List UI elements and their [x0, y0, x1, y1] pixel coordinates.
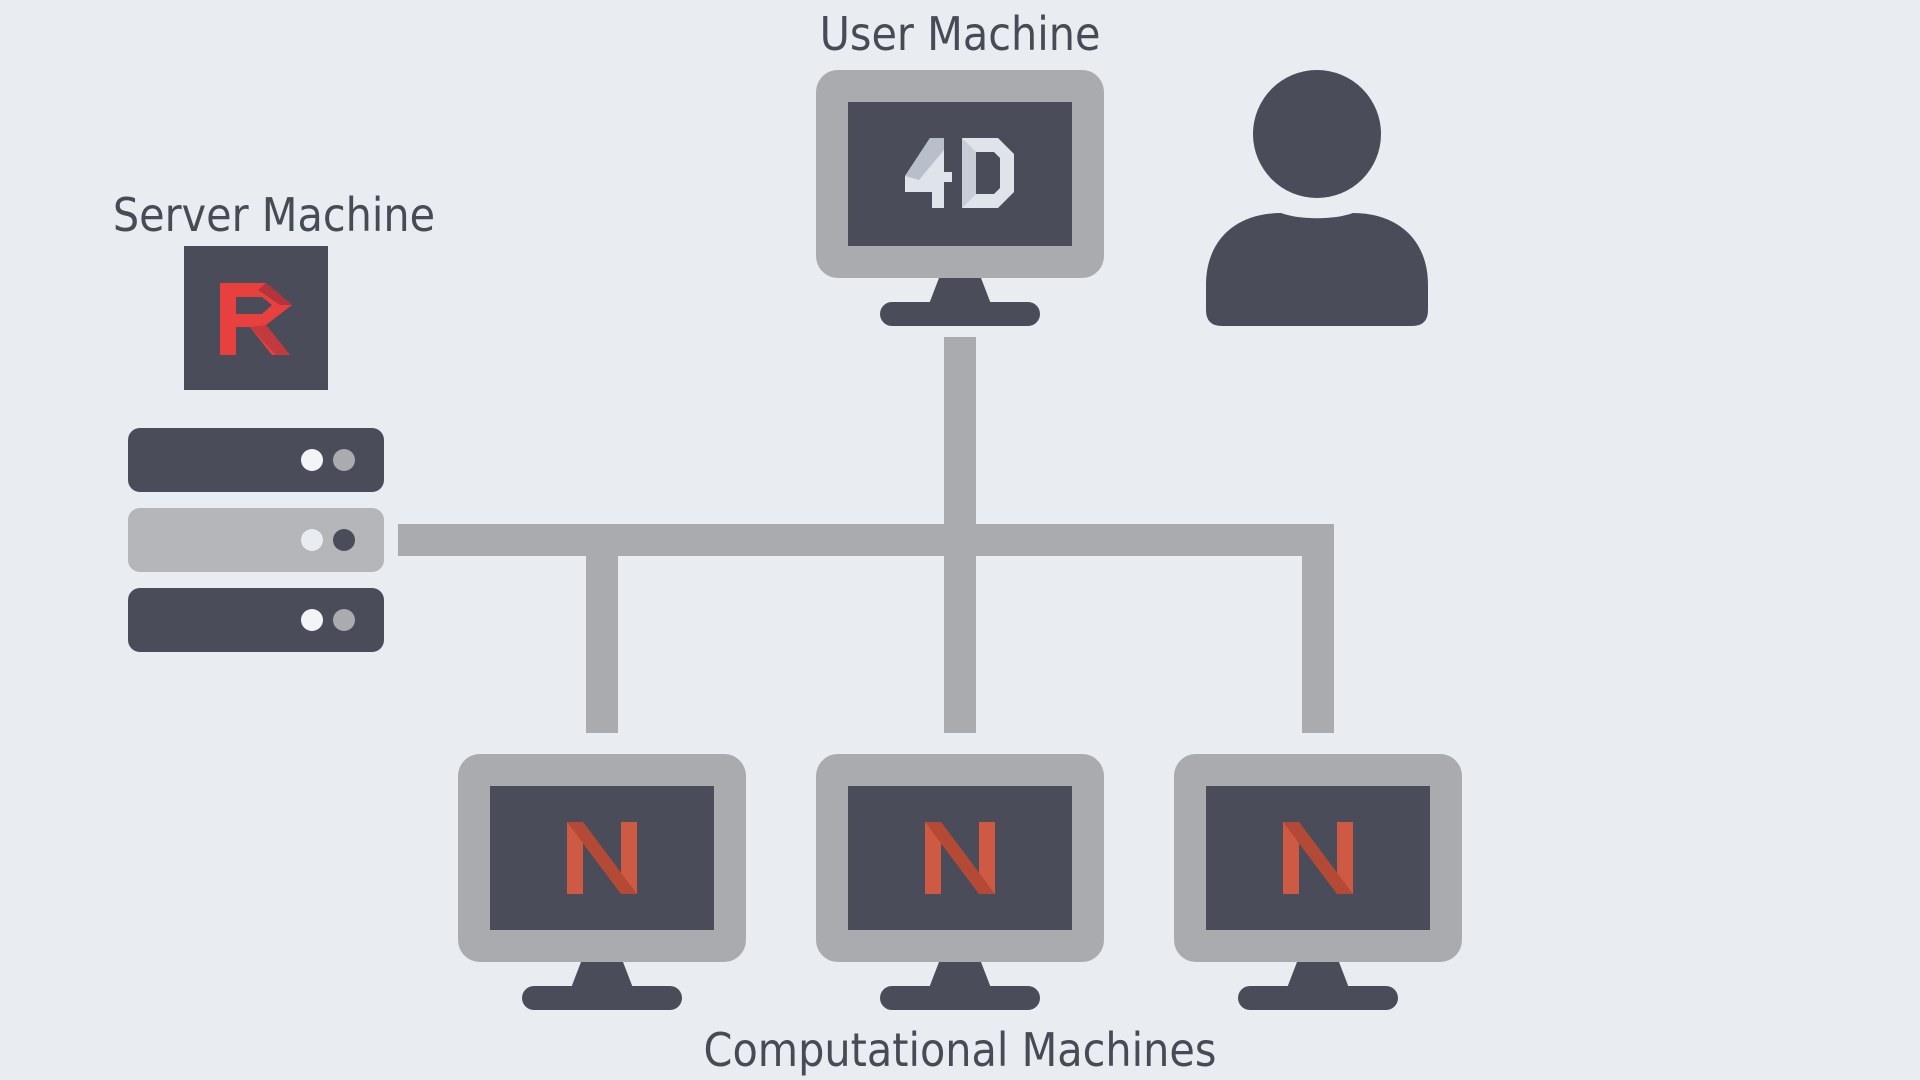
- person-body: [1206, 213, 1428, 326]
- server-unit-bottom: [128, 588, 384, 652]
- monitor-neck: [571, 962, 633, 988]
- status-light: [301, 449, 323, 471]
- status-light: [333, 529, 355, 551]
- monitor-base: [880, 986, 1040, 1010]
- status-light: [333, 609, 355, 631]
- server-unit-middle: [128, 508, 384, 572]
- user-machine-label: User Machine: [819, 7, 1101, 61]
- user-machine-monitor: [816, 70, 1104, 326]
- server-rack-icon: [128, 428, 384, 652]
- branch-connector-right: [1302, 540, 1334, 733]
- branch-connector-left: [586, 540, 618, 733]
- r-logo-leg-shade: [250, 325, 290, 355]
- monitor-base: [522, 986, 682, 1010]
- 4d-logo-four: [905, 138, 952, 208]
- person-head: [1253, 70, 1381, 198]
- status-light: [301, 609, 323, 631]
- monitor-screen: [848, 102, 1072, 246]
- computational-machines-label: Computational Machines: [703, 1023, 1217, 1077]
- 4d-logo-d-shade: [962, 138, 976, 208]
- server-app-logo: [184, 246, 328, 390]
- monitor-base: [880, 302, 1040, 326]
- 4d-logo: [905, 138, 1014, 208]
- monitor-neck: [1287, 962, 1349, 988]
- server-unit-top: [128, 428, 384, 492]
- monitor-neck: [929, 962, 991, 988]
- person-icon: [1206, 70, 1428, 326]
- n-logo-icon: [567, 822, 637, 894]
- monitor-neck: [929, 278, 991, 304]
- bus-connector: [398, 524, 1334, 556]
- network-connectors: [398, 337, 1334, 733]
- n-logo-icon: [925, 822, 995, 894]
- compute-monitor-right: [1174, 754, 1462, 1010]
- monitor-base: [1238, 986, 1398, 1010]
- compute-monitor-center: [816, 754, 1104, 1010]
- compute-monitor-left: [458, 754, 746, 1010]
- n-logo-icon: [1283, 822, 1353, 894]
- server-machine-label: Server Machine: [112, 188, 436, 242]
- status-light: [333, 449, 355, 471]
- status-light: [301, 529, 323, 551]
- r-logo-shade: [258, 283, 292, 305]
- 4d-logo-four-shade: [905, 138, 944, 180]
